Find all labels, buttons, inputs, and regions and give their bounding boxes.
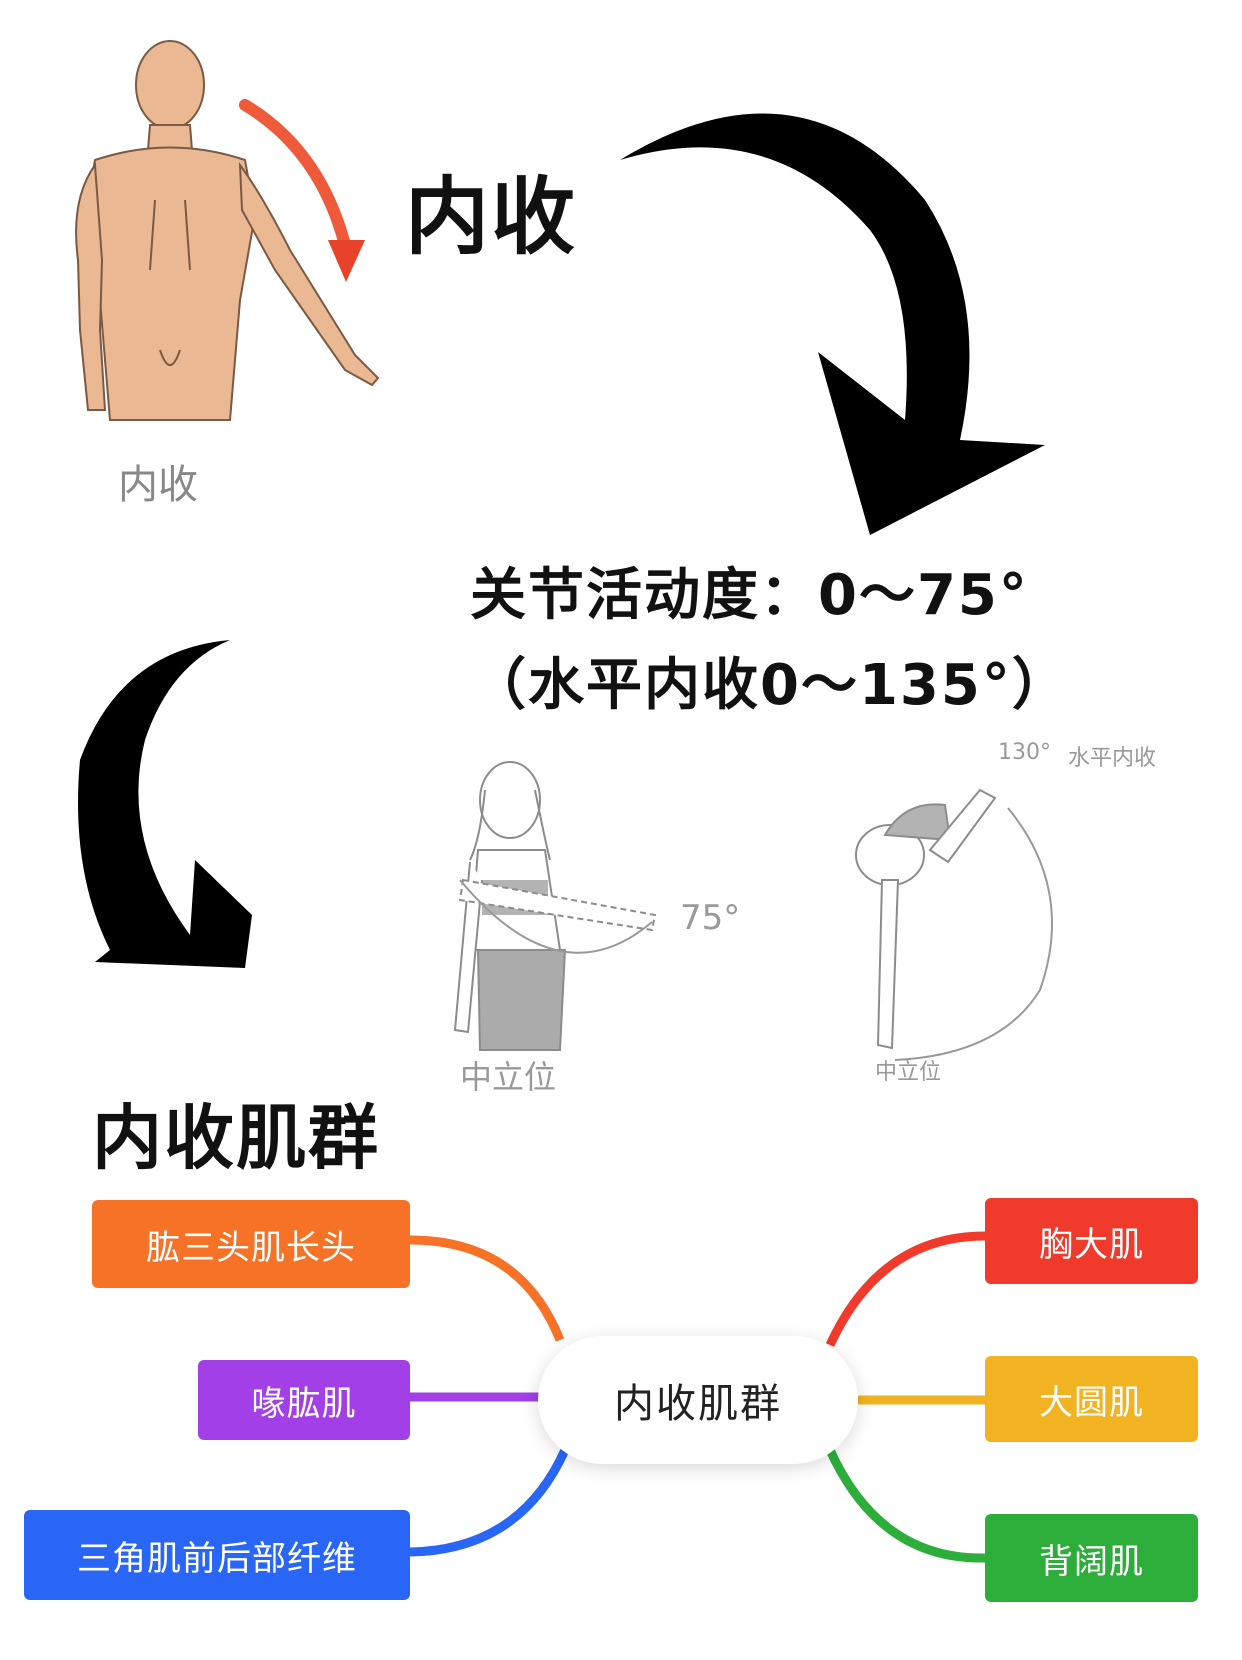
mindmap-node-right-3: 背阔肌 [985,1514,1198,1602]
horizontal-adduction-label: 水平内收 [1068,746,1157,771]
mindmap-node-left-3: 三角肌前后部纤维 [24,1510,410,1600]
connector-left-3 [409,1448,570,1557]
muscle-group-heading: 内收肌群 [92,1097,380,1179]
mindmap-node-right-2: 大圆肌 [985,1356,1198,1442]
mindmap-node-right-1: 胸大肌 [985,1198,1198,1284]
movement-heading: 内收 [405,168,578,266]
mindmap-node-left-2: 喙肱肌 [198,1360,410,1440]
range-of-motion-line1: 关节活动度：0～75° [470,563,1029,628]
connector-right-1 [825,1231,986,1347]
figure-caption: 内收 [118,462,198,508]
angle-130-label: 130° [998,740,1051,765]
range-of-motion-line2: （水平内收0～135°） [470,653,1070,718]
black-curved-arrow-icon-1 [620,113,1045,535]
connector-right-3 [825,1448,986,1563]
adduction-75-figure [453,761,657,1051]
mindmap-center-node: 内收肌群 [538,1336,858,1464]
connector-left-1 [409,1235,565,1342]
neutral-position-label-right: 中立位 [875,1060,942,1085]
mindmap-node-left-1: 肱三头肌长头 [92,1200,410,1288]
neutral-position-label-left: 中立位 [460,1058,557,1096]
horizontal-adduction-figure [855,788,1053,1061]
angle-75-label: 75° [680,898,741,938]
body-figure-adduction [75,40,380,421]
black-curved-arrow-icon-2 [78,640,252,968]
red-arrow-icon [239,99,365,282]
